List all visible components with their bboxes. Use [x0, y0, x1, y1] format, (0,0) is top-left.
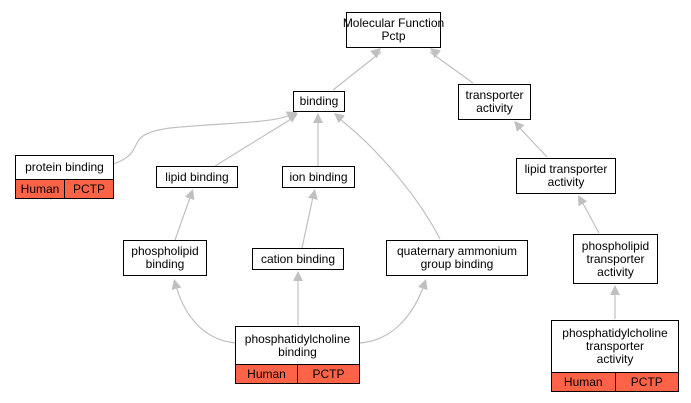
edge-quaternary-to-binding — [334, 113, 441, 240]
node-label-line: activity — [547, 175, 585, 189]
annotation-row: Human PCTP — [16, 179, 113, 198]
edge-pc-transporter-to-phospholipid-transporter — [610, 285, 620, 319]
node-label-line: transporter — [586, 251, 645, 266]
node-label-line: Pctp — [381, 29, 406, 43]
node-molecular-function[interactable]: Molecular Function Pctp — [342, 12, 445, 48]
annotation-row: Human PCTP — [236, 364, 359, 383]
arrowhead-icon — [307, 189, 318, 200]
node-phospholipid-binding[interactable]: phospholipid binding — [123, 240, 207, 276]
arrowhead-icon — [418, 279, 428, 291]
arrowhead-icon — [430, 48, 441, 59]
edge-lipid-binding-to-binding — [214, 113, 298, 167]
node-phosphatidylcholine-transporter-activity[interactable]: phosphatidylcholine transporter activity… — [551, 320, 679, 392]
node-ion-binding[interactable]: ion binding — [282, 166, 355, 188]
node-label-line: lipid transporter — [524, 162, 608, 176]
node-label-line: binding — [299, 94, 339, 108]
node-label-line: phosphatidylcholine — [562, 326, 668, 340]
node-cation-binding[interactable]: cation binding — [252, 248, 344, 270]
node-label-line: activity — [597, 264, 634, 279]
node-label-line: cation binding — [260, 251, 336, 266]
edge-pc-binding-to-cation-binding — [293, 271, 303, 325]
node-label-line: ion binding — [289, 169, 348, 184]
annotation-row: Human PCTP — [552, 372, 678, 391]
edge-cation-binding-to-ion-binding — [301, 189, 318, 249]
node-quaternary-ammonium-group-binding[interactable]: quaternary ammonium group binding — [386, 240, 528, 276]
arrowhead-icon — [578, 195, 588, 207]
species-cell: Human — [20, 181, 60, 196]
arrowhead-icon — [334, 113, 345, 124]
edge-lipid-transporter-to-transporter — [514, 121, 548, 158]
node-label-line: phospholipid — [581, 238, 650, 253]
node-label-line: activity — [476, 101, 513, 115]
node-protein-binding[interactable]: protein binding Human PCTP — [15, 155, 114, 199]
node-label-line: activity — [596, 352, 634, 366]
node-phosphatidylcholine-binding[interactable]: phosphatidylcholine binding Human PCTP — [235, 326, 360, 384]
arrowhead-icon — [313, 113, 323, 123]
node-label-line: binding — [145, 257, 185, 271]
node-lipid-transporter-activity[interactable]: lipid transporter activity — [516, 158, 616, 194]
node-label-line: transporter — [465, 88, 524, 102]
node-label-line: phosphatidylcholine — [244, 331, 351, 346]
edge-phospholipid-transporter-to-lipid-transporter — [578, 195, 600, 234]
edge-pc-binding-to-phospholipid-binding — [171, 279, 237, 344]
edge-pc-binding-to-quaternary — [359, 279, 428, 344]
arrowhead-icon — [293, 271, 303, 281]
node-lipid-binding[interactable]: lipid binding — [156, 166, 238, 188]
node-binding[interactable]: binding — [293, 91, 345, 112]
arrowhead-icon — [514, 121, 525, 132]
edge-protein-binding-to-binding — [113, 111, 297, 165]
edge-binding-to-molecular-function — [332, 48, 382, 91]
node-phospholipid-transporter-activity[interactable]: phospholipid transporter activity — [573, 234, 658, 284]
arrowhead-icon — [286, 113, 298, 123]
gene-cell: PCTP — [297, 365, 359, 383]
node-label-line: Molecular Function — [342, 16, 445, 30]
node-label-line: quaternary ammonium — [396, 244, 518, 258]
arrowhead-icon — [610, 285, 620, 295]
node-label-line: transporter — [585, 339, 645, 353]
node-label-line: binding — [278, 344, 317, 359]
arrowhead-icon — [171, 279, 182, 290]
node-transporter-activity[interactable]: transporter activity — [458, 84, 531, 120]
edge-phospholipid-binding-to-lipid-binding — [174, 189, 195, 241]
node-label-line: group binding — [420, 257, 494, 271]
arrowhead-icon — [370, 48, 381, 59]
arrowhead-icon — [184, 189, 195, 201]
node-label-line: phospholipid — [131, 244, 199, 258]
node-label-line: lipid binding — [165, 169, 229, 184]
gene-cell: PCTP — [64, 180, 113, 198]
node-label-line: protein binding — [25, 160, 104, 174]
species-cell: Human — [247, 366, 286, 381]
edge-ion-binding-to-binding — [313, 113, 323, 166]
gene-cell: PCTP — [614, 373, 679, 391]
edge-transporter-to-molecular-function — [429, 48, 474, 84]
species-cell: Human — [563, 374, 603, 389]
